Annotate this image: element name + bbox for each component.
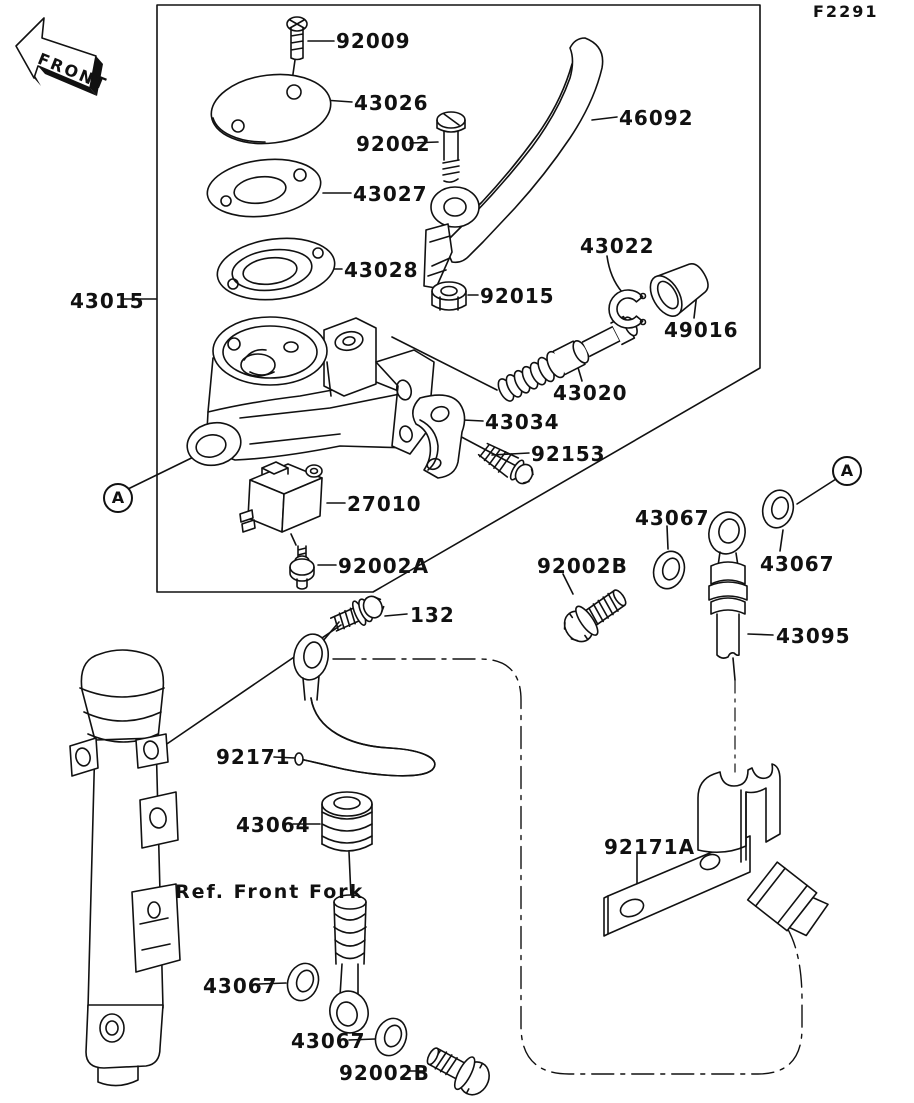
part-label-49016: 49016: [664, 318, 739, 342]
plate-43027-drawing: [206, 158, 322, 218]
part-label-43022: 43022: [580, 234, 655, 258]
bracket-92171a-drawing: [603, 763, 829, 937]
part-label-43034: 43034: [485, 410, 560, 434]
boot-49016-drawing: [649, 263, 709, 317]
part-label-43064: 43064: [236, 813, 311, 837]
part-label-92153: 92153: [531, 442, 606, 466]
part-label-92171: 92171: [216, 745, 291, 769]
master-cylinder-43015-drawing: [186, 316, 435, 467]
brake-hose-92171-drawing: [292, 633, 436, 777]
part-label-43027: 43027: [353, 182, 428, 206]
brake-switch-27010-drawing: [239, 461, 323, 533]
part-label-43067-lower-right: 43067: [291, 1029, 366, 1053]
lower-hose-drawing: [329, 894, 369, 1034]
screw-92002a-drawing: [289, 545, 315, 590]
washer-43067-upper-left-drawing: [652, 550, 686, 590]
part-label-92002a: 92002A: [338, 554, 430, 578]
bolt-92153-drawing: [477, 442, 534, 485]
bolt-92002b-lower-drawing: [426, 1047, 490, 1096]
assembly-border-box: [156, 4, 761, 593]
bolt-132-drawing: [329, 595, 385, 632]
part-label-43015: 43015: [70, 289, 145, 313]
pivot-bolt-92002-drawing: [436, 111, 466, 183]
piston-assembly-43020-drawing: [497, 315, 638, 402]
part-label-46092: 46092: [619, 106, 694, 130]
part-label-27010: 27010: [347, 492, 422, 516]
brake-lever-46092-drawing: [423, 37, 604, 289]
part-label-43067-lower-left: 43067: [203, 974, 278, 998]
part-label-92002: 92002: [356, 132, 431, 156]
diaphragm-43028-drawing: [216, 237, 336, 301]
nut-92015-drawing: [431, 281, 467, 311]
detail-marker-a-right: A: [832, 456, 862, 486]
part-label-43028: 43028: [344, 258, 419, 282]
part-label-43026: 43026: [354, 91, 429, 115]
ref-front-fork-note: Ref. Front Fork: [175, 881, 365, 903]
washer-43067-upper-right-drawing: [761, 489, 795, 529]
hose-fitting-43095-drawing: [708, 511, 748, 659]
part-label-92171a: 92171A: [604, 835, 696, 859]
part-label-92009: 92009: [336, 29, 411, 53]
front-fork-drawing: [69, 649, 181, 1087]
clamp-43034-drawing: [412, 394, 466, 479]
part-label-92002b-upper: 92002B: [537, 554, 628, 578]
washer-43067-lower-left-drawing: [286, 962, 320, 1002]
front-arrow: FRONT: [15, 17, 111, 96]
part-label-92015: 92015: [480, 284, 555, 308]
bolt-92002b-upper-drawing: [563, 589, 627, 643]
part-label-43067-upper-left: 43067: [635, 506, 710, 530]
screw-92009-drawing: [286, 16, 308, 61]
part-label-43020: 43020: [553, 381, 628, 405]
circlip-43022-drawing: [608, 289, 647, 329]
part-label-92002b-lower: 92002B: [339, 1061, 430, 1085]
reservoir-cap-43026-drawing: [210, 73, 332, 145]
part-label-43067-upper-right: 43067: [760, 552, 835, 576]
part-label-43095: 43095: [776, 624, 851, 648]
part-label-132: 132: [410, 603, 455, 627]
washer-43067-lower-right-drawing: [374, 1017, 408, 1057]
figure-code: F2291: [813, 2, 879, 21]
detail-marker-a-left: A: [103, 483, 133, 513]
grommet-43064-drawing: [321, 791, 373, 852]
hose-routing-line: [332, 658, 803, 1075]
